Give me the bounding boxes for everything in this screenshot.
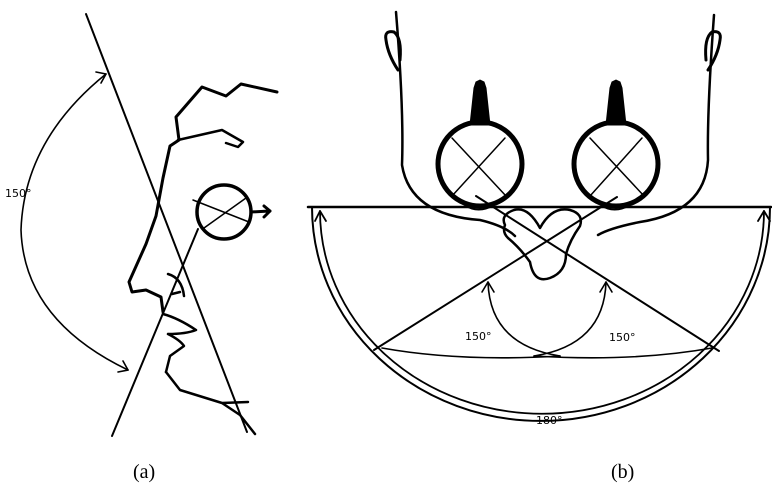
left-optic-nerve [469,79,491,126]
arrowhead-bottom [117,360,129,373]
angle-arc-150 [20,73,129,371]
caption-a: (a) [133,461,155,483]
left-eye-cross-2 [451,137,506,197]
right-arc-150-lower [533,347,713,359]
arrowhead-top [95,71,107,84]
right-arc-150 [533,281,607,357]
right-optic-nerve [605,79,627,126]
inner-arc-arrow-left [314,210,327,222]
nose-top [502,208,583,281]
angle-label-150: 150° [5,187,32,200]
caption-b: (b) [611,461,634,483]
right-field-line [475,195,720,352]
left-angle-label-150: 150° [465,330,492,343]
visual-field-boundary-line [85,13,248,433]
head-outline-top [394,10,716,238]
right-angle-label-150: 150° [609,331,636,344]
eye-side-cross-2 [203,197,247,229]
inner-arc-180 [319,210,765,415]
lips [161,312,198,374]
left-ear [384,30,402,72]
optic-nerve-side [249,204,272,219]
left-arc-arrowhead [481,281,495,293]
panel-a: 150° [5,13,279,437]
head-profile [127,82,279,314]
left-arc-150 [487,281,561,357]
bottom-angle-label-180: 180° [536,414,563,427]
right-eye-cross-2 [589,137,643,197]
panel-b: 150° 150° 180° [306,10,772,427]
chin-neck [164,370,257,436]
outer-semicircle-180 [311,206,771,422]
left-field-line [373,196,618,351]
right-ear [704,30,722,72]
brow [176,128,245,149]
lower-field-line [111,228,199,437]
left-arc-150-lower [381,347,561,359]
right-arc-arrowhead [599,281,613,293]
eye-side-cross-1 [192,199,250,223]
inner-arc-arrow-right [757,210,771,222]
right-eye [571,119,661,209]
nostril [166,272,186,298]
left-eye [435,119,525,209]
